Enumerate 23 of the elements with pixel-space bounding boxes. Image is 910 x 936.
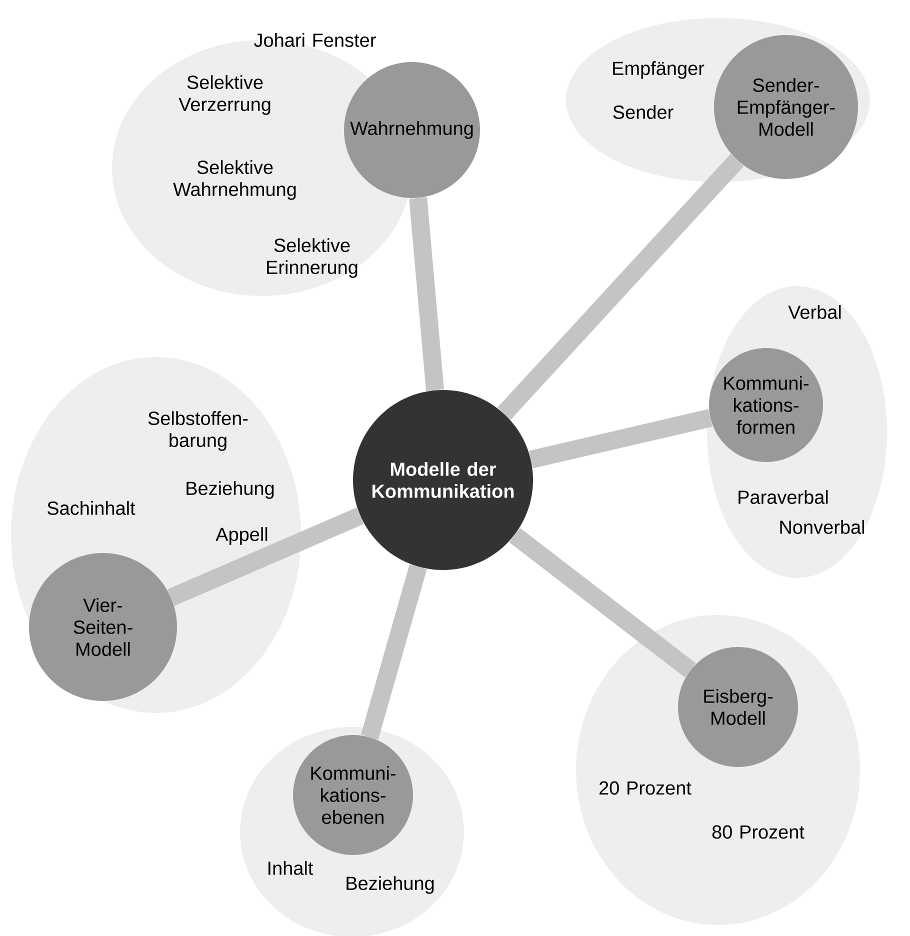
leaf-label: Selektive Verzerrung (178, 75, 270, 115)
branch-connector (497, 154, 744, 420)
leaf-label: Inhalt (268, 861, 314, 875)
leaf-label: 80 Prozent (712, 825, 804, 839)
leaf-label: Beziehung (186, 481, 274, 499)
leaf-label: Appell (216, 527, 268, 545)
leaf-label: Empfänger (613, 61, 704, 79)
leaf-label: Selbstoffen-barung (148, 411, 248, 451)
leaf-label: Sender (613, 105, 674, 119)
branch-connector (168, 508, 364, 606)
leaf-label: Selektive Erinnerung (267, 238, 358, 278)
leaf-label: Paraverbal (738, 490, 828, 504)
branch-connector (409, 197, 444, 391)
leaf-label: Beziehung (346, 876, 434, 894)
branch-connector (360, 564, 427, 740)
leaf-label: 20 Prozent (600, 781, 692, 795)
leaf-label: Nonverbal (780, 520, 864, 534)
leaf-label: Sachinhalt (48, 501, 136, 515)
leaf-label: Johari Fenster (254, 33, 376, 47)
leaf-label: Selektive Wahrnehmung (173, 160, 296, 200)
branch-connector (509, 528, 696, 678)
branch-connector (528, 409, 712, 468)
leaf-label: Verbal (788, 305, 841, 319)
